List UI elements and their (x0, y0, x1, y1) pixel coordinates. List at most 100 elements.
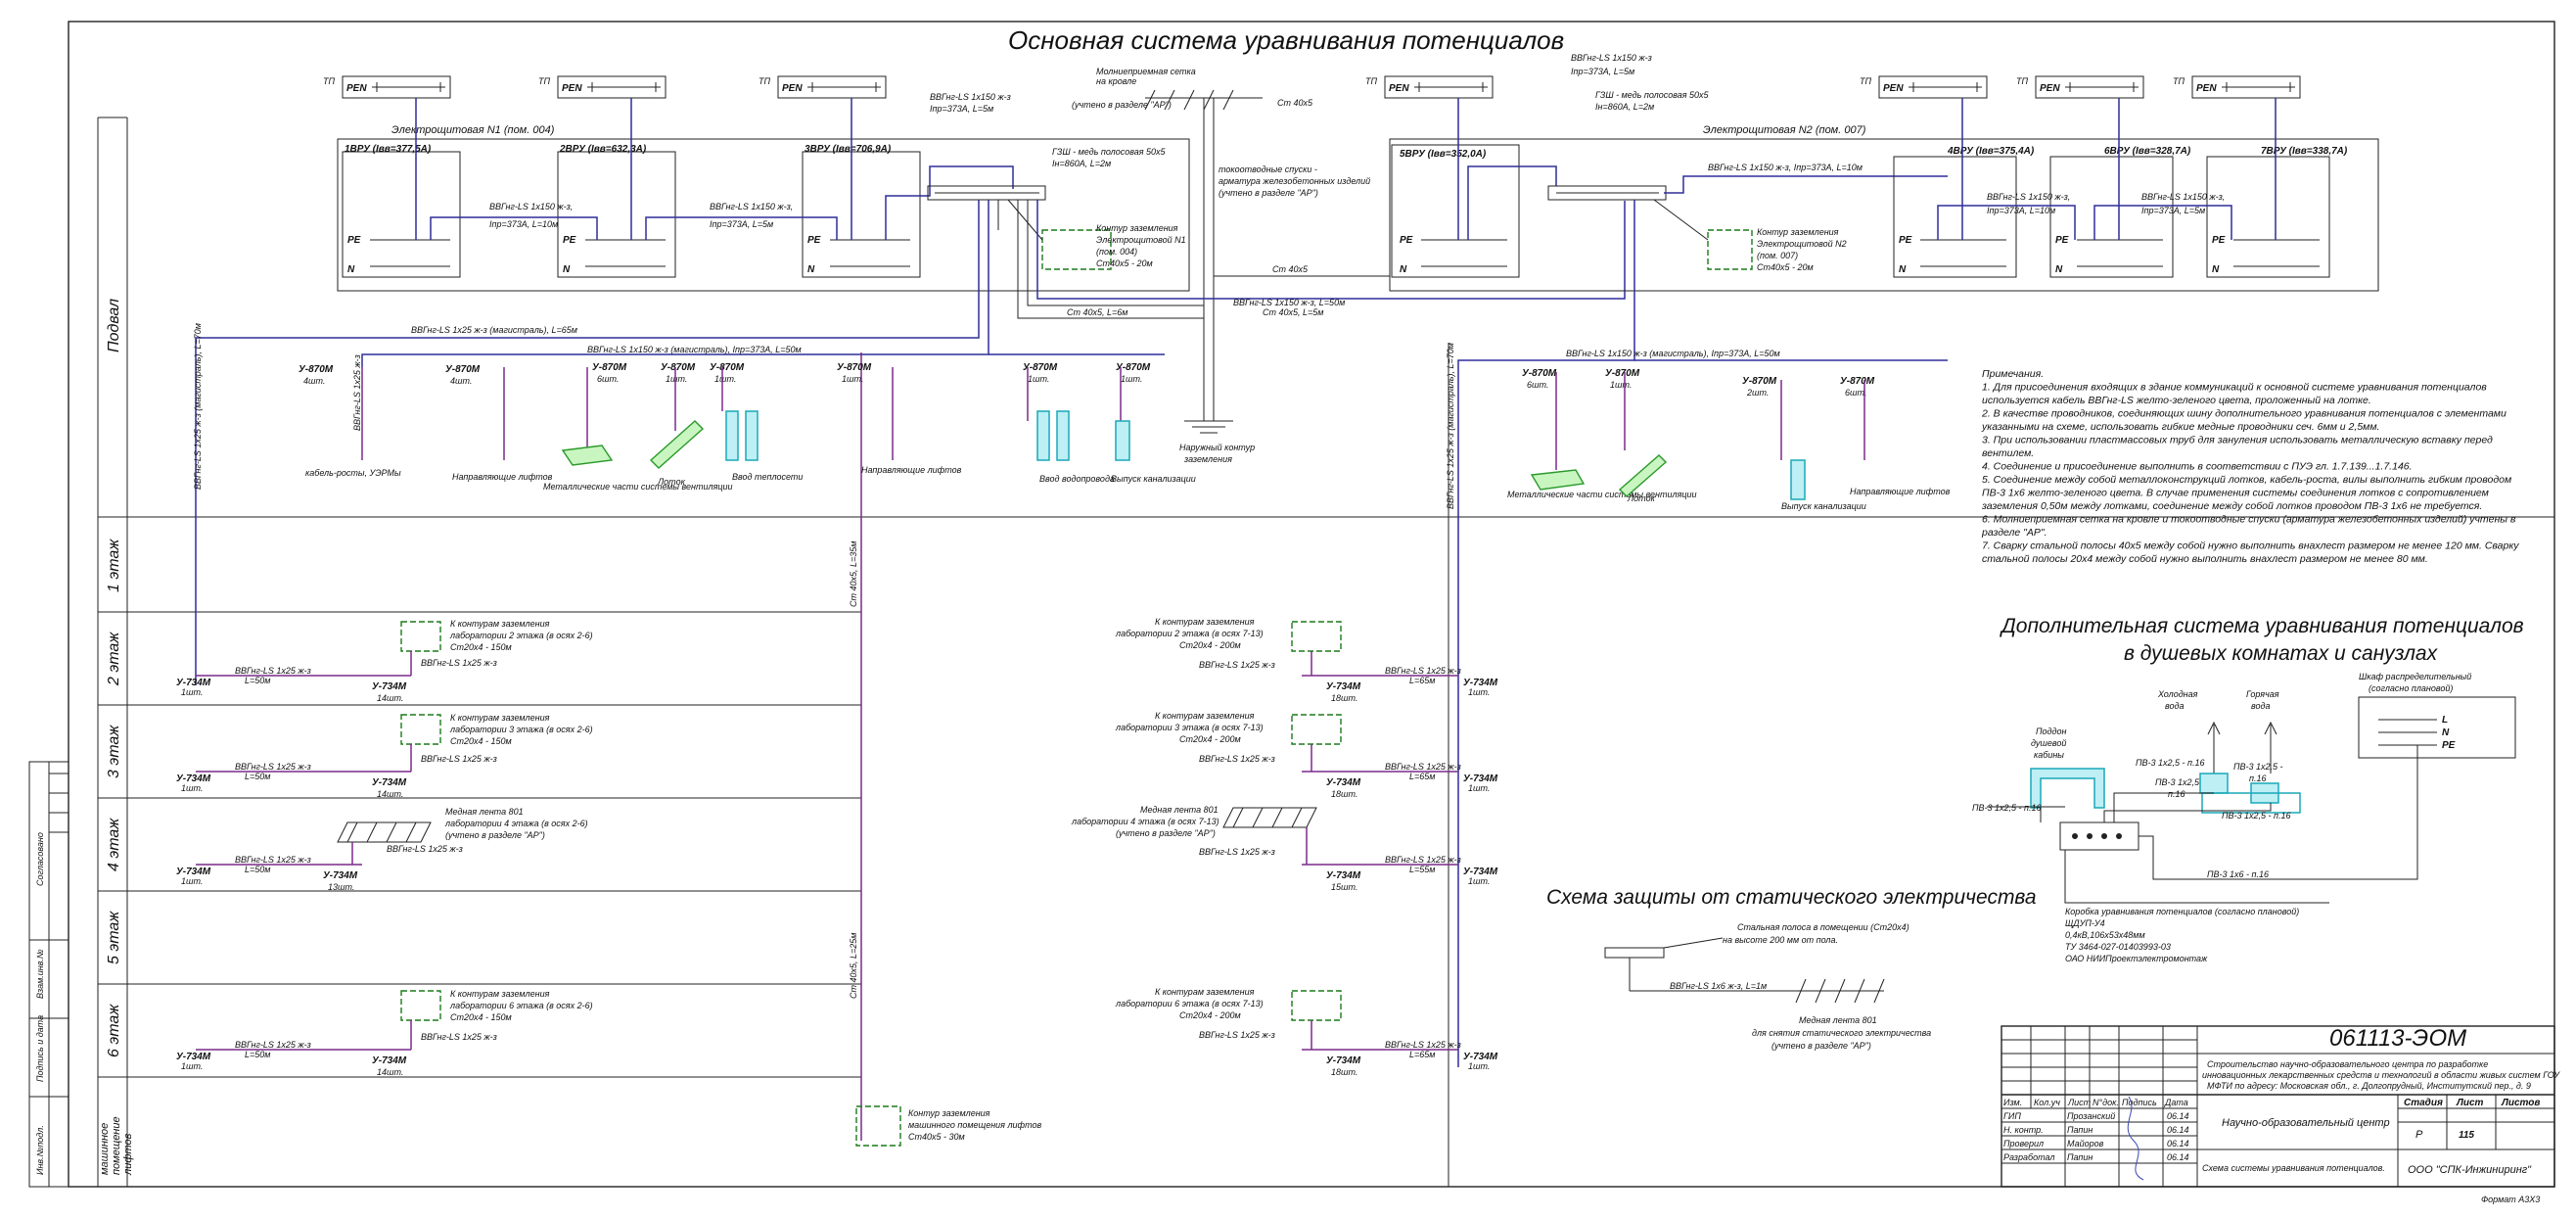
svg-text:вода: вода (2251, 701, 2271, 711)
svg-text:06.14: 06.14 (2167, 1139, 2189, 1149)
svg-text:У-734М: У-734М (1326, 777, 1361, 788)
svg-text:п.16: п.16 (2168, 789, 2185, 799)
svg-text:PE: PE (563, 235, 576, 246)
svg-text:машинного помещения лифтов: машинного помещения лифтов (908, 1120, 1041, 1130)
svg-text:лаборатории 2 этажа (в осях 7-: лаборатории 2 этажа (в осях 7-13) (1115, 629, 1264, 638)
svg-text:PEN: PEN (1883, 83, 1904, 94)
svg-text:Ст 40х5, L=35м: Ст 40х5, L=35м (849, 541, 858, 607)
notes-block: Примечания.1. Для присоединения входящих… (1981, 368, 2519, 565)
svg-text:Металлические части системы ве: Металлические части системы вентиляции (1507, 490, 1697, 499)
svg-text:ВВГнг-LS 1х25 ж-з: ВВГнг-LS 1х25 ж-з (1199, 1030, 1275, 1040)
svg-text:ВВГнг-LS 1х25 ж-з: ВВГнг-LS 1х25 ж-з (421, 658, 497, 668)
svg-text:3ВРУ (Iвв=706,9А): 3ВРУ (Iвв=706,9А) (805, 144, 892, 155)
svg-text:Ст40х5 - 20м: Ст40х5 - 20м (1096, 258, 1153, 268)
svg-text:18шт.: 18шт. (1331, 789, 1357, 799)
svg-text:У-870М: У-870М (299, 364, 334, 375)
svg-text:06.14: 06.14 (2167, 1111, 2189, 1121)
svg-text:Контур заземления: Контур заземления (1096, 223, 1178, 233)
floor-3: 3 этаж (106, 725, 122, 778)
svg-text:Шкаф распределительный: Шкаф распределительный (2359, 672, 2471, 681)
svg-text:К контурам заземления: К контурам заземления (450, 989, 550, 999)
svg-text:Ст 40х5, L=25м: Ст 40х5, L=25м (849, 933, 858, 999)
note-line: 3. При использовании пластмассовых труб … (1982, 435, 2493, 446)
svg-text:6шт.: 6шт. (1845, 388, 1866, 398)
svg-text:Направляющие лифтов: Направляющие лифтов (1850, 487, 1951, 496)
svg-text:К контурам заземления: К контурам заземления (450, 713, 550, 723)
svg-text:1шт.: 1шт. (181, 1061, 203, 1071)
svg-text:Листов: Листов (2501, 1098, 2540, 1108)
side-inv-orig: Инв.№подл. (35, 1125, 45, 1175)
svg-text:Горячая: Горячая (2246, 689, 2279, 699)
svg-text:ВВГнг-LS 1х150 ж-з,: ВВГнг-LS 1х150 ж-з, (489, 202, 573, 211)
svg-text:13шт.: 13шт. (328, 882, 354, 892)
svg-text:06.14: 06.14 (2167, 1152, 2189, 1162)
svg-text:N: N (563, 264, 571, 275)
svg-text:ВВГнг-LS 1х25 ж-з (магистраль): ВВГнг-LS 1х25 ж-з (магистраль), L=65м (411, 325, 577, 335)
svg-text:ТП: ТП (323, 76, 335, 86)
svg-text:ООО "СПК-Инжиниринг": ООО "СПК-Инжиниринг" (2408, 1164, 2532, 1176)
svg-text:PE: PE (1400, 235, 1413, 246)
note-line: используется кабель ВВГнг-LS желто-зелен… (1982, 395, 2371, 406)
svg-text:Научно-образовательный центр: Научно-образовательный центр (2222, 1117, 2390, 1129)
svg-text:N: N (1400, 264, 1407, 275)
svg-text:ВВГнг-LS 1х25 ж-з: ВВГнг-LS 1х25 ж-з (1385, 855, 1461, 865)
svg-text:У-870М: У-870М (1023, 362, 1058, 373)
svg-text:N: N (347, 264, 355, 275)
svg-text:Подпись: Подпись (2122, 1098, 2157, 1107)
svg-text:L=65м: L=65м (1409, 772, 1435, 781)
svg-text:ВВГнг-LS 1х25 ж-з: ВВГнг-LS 1х25 ж-з (1199, 847, 1275, 857)
svg-text:ВВГнг-LS 1х25 ж-з: ВВГнг-LS 1х25 ж-з (235, 1040, 311, 1050)
svg-text:Электрощитовой N2: Электрощитовой N2 (1757, 239, 1847, 249)
svg-text:У-870М: У-870М (1742, 376, 1777, 387)
svg-text:Лист: Лист (2067, 1098, 2092, 1107)
svg-text:1шт.: 1шт. (1468, 876, 1490, 886)
svg-text:4шт.: 4шт. (450, 376, 472, 386)
svg-text:У-870М: У-870М (1840, 376, 1875, 387)
svg-text:4ВРУ (Iвв=375,4А): 4ВРУ (Iвв=375,4А) (1947, 146, 2035, 157)
floor-rows: У-734М 1шт. ВВГнг-LS 1х25 ж-з L=50м У-73… (176, 617, 1498, 1147)
svg-text:У-870М: У-870М (445, 364, 481, 375)
svg-text:Молниеприемная сетка: Молниеприемная сетка (1096, 67, 1196, 76)
svg-text:ТП: ТП (2016, 76, 2028, 86)
svg-text:У-734М: У-734М (1463, 678, 1498, 688)
svg-text:У-734М: У-734М (176, 1052, 211, 1062)
svg-text:Ст20х4 - 200м: Ст20х4 - 200м (1179, 734, 1241, 744)
svg-text:ВВГнг-LS 1х25 ж-з: ВВГнг-LS 1х25 ж-з (235, 855, 311, 865)
signature-mark (2127, 1096, 2144, 1181)
note-line: Примечания. (1982, 368, 2044, 380)
svg-text:Iпр=373А, L=5м: Iпр=373А, L=5м (1571, 67, 1634, 76)
outer-frame (68, 21, 2555, 1188)
svg-text:ВВГнг-LS 1х25 ж-з: ВВГнг-LS 1х25 ж-з (1199, 660, 1275, 670)
svg-text:лаборатории 4 этажа (в осях 2-: лаборатории 4 этажа (в осях 2-6) (444, 819, 588, 828)
svg-text:Ст20х4 - 200м: Ст20х4 - 200м (1179, 1010, 1241, 1020)
svg-text:L=50м: L=50м (245, 772, 270, 781)
svg-text:Медная лента 801: Медная лента 801 (1140, 805, 1219, 815)
svg-text:1ВРУ (Iвв=377,5А): 1ВРУ (Iвв=377,5А) (345, 144, 432, 155)
svg-text:18шт.: 18шт. (1331, 693, 1357, 703)
svg-text:(учтено в разделе "АР"): (учтено в разделе "АР") (1219, 188, 1318, 198)
svg-text:У-870М: У-870М (1116, 362, 1151, 373)
svg-text:У-870М: У-870М (1522, 368, 1557, 379)
svg-text:У-870М: У-870М (1605, 368, 1640, 379)
svg-text:Лоток: Лоток (657, 477, 686, 487)
svg-text:У-734М: У-734М (372, 777, 407, 788)
svg-text:лаборатории 3 этажа (в осях 7-: лаборатории 3 этажа (в осях 7-13) (1115, 723, 1264, 732)
svg-text:ПВ-3 1х2,5 - п.16: ПВ-3 1х2,5 - п.16 (1972, 803, 2042, 813)
svg-text:лаборатории 3 этажа (в осях 2-: лаборатории 3 этажа (в осях 2-6) (449, 725, 593, 734)
svg-text:для снятия статического электр: для снятия статического электричества (1752, 1028, 1931, 1038)
svg-text:ПВ-3 1х2,5: ПВ-3 1х2,5 (2155, 777, 2200, 787)
floor-column: Подвал 1 этаж 2 этаж 3 этаж 4 этаж 5 эта… (97, 117, 2554, 1187)
svg-text:2ВРУ (Iвв=632,3А): 2ВРУ (Iвв=632,3А) (559, 144, 647, 155)
svg-text:(учтено в разделе "АР"): (учтено в разделе "АР") (1771, 1041, 1871, 1051)
svg-text:ТП: ТП (759, 76, 770, 86)
basement-distribution: ВВГнг-LS 1х25 ж-з (магистраль), L=65м ВВ… (193, 200, 1951, 1187)
svg-text:(пом. 004): (пом. 004) (1096, 247, 1137, 257)
main-title: Основная система уравнивания потенциалов (1008, 25, 1564, 55)
note-line: указанными на схеме, использовать гибкие… (1981, 421, 2379, 433)
svg-text:У-734М: У-734М (1463, 774, 1498, 784)
svg-text:ВВГнг-LS 1х150 ж-з,: ВВГнг-LS 1х150 ж-з, (1987, 192, 2070, 202)
svg-text:18шт.: 18шт. (1331, 1067, 1357, 1077)
svg-text:У-734М: У-734М (323, 870, 358, 881)
svg-text:ОАО НИИПроектэлектромонтаж: ОАО НИИПроектэлектромонтаж (2065, 954, 2208, 963)
note-line: 4. Соединение и присоединение выполнить … (1982, 461, 2413, 473)
